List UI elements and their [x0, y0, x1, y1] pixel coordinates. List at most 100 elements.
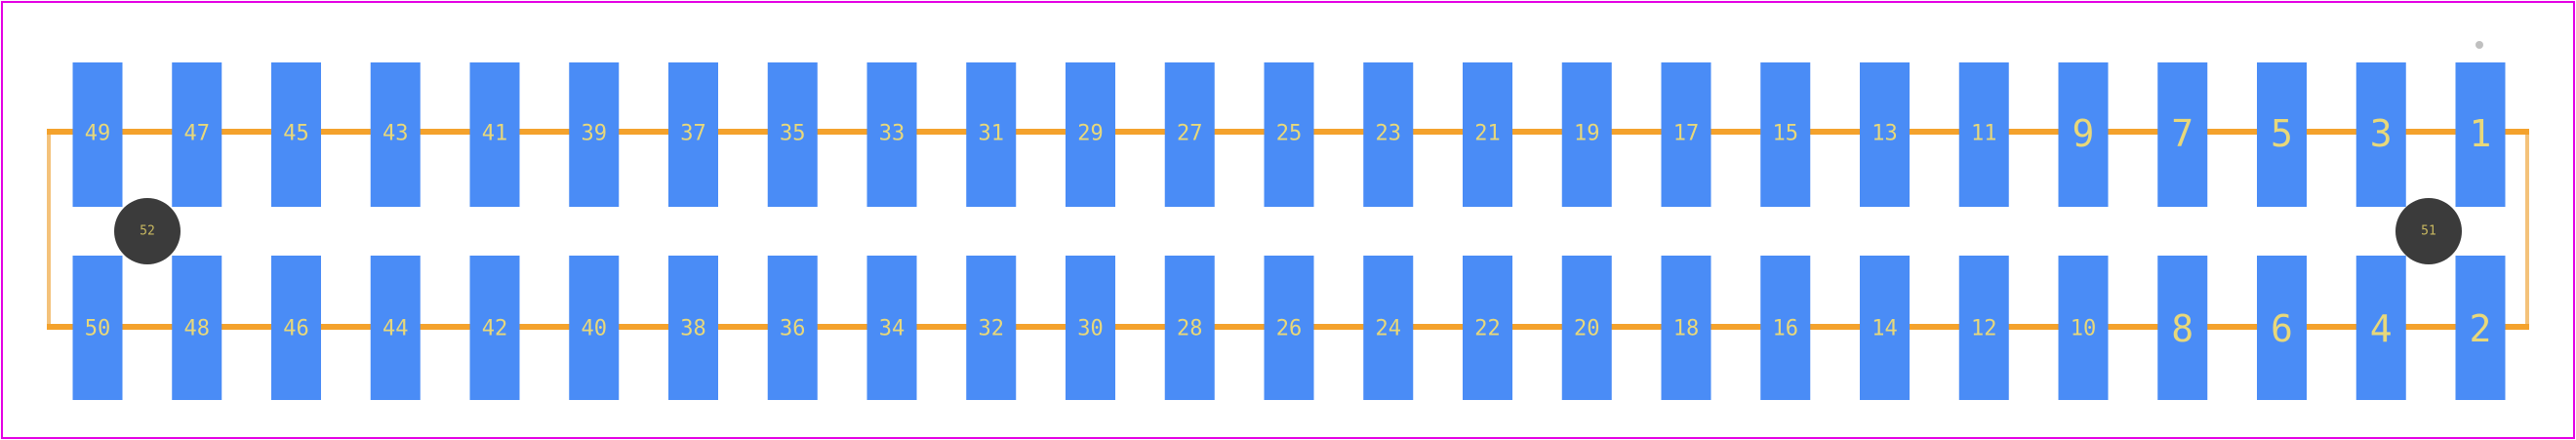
- pad-22: [1463, 256, 1512, 400]
- pad-25: [1264, 62, 1314, 207]
- pad-label-29: 29: [1077, 122, 1104, 146]
- pad-9: [2058, 62, 2109, 207]
- pad-23: [1363, 62, 1414, 207]
- pad-11: [1958, 62, 2009, 207]
- pad-label-15: 15: [1773, 122, 1799, 146]
- pad-27: [1164, 62, 1215, 207]
- pad-31: [966, 62, 1017, 207]
- pad-44: [370, 256, 421, 400]
- pad-label-11: 11: [1971, 122, 1997, 146]
- pad-label-50: 50: [85, 317, 111, 341]
- pad-24: [1363, 256, 1414, 400]
- pad-18: [1661, 256, 1711, 400]
- pad-21: [1463, 62, 1512, 207]
- pad-45: [271, 62, 321, 207]
- pad-20: [1561, 256, 1612, 400]
- pad-39: [569, 62, 620, 207]
- pad-label-42: 42: [482, 317, 508, 341]
- pad-47: [172, 62, 222, 207]
- pad-26: [1264, 256, 1314, 400]
- pad-label-33: 33: [879, 122, 906, 146]
- pad-2: [2455, 256, 2506, 400]
- pad-37: [668, 62, 718, 207]
- pad-29: [1066, 62, 1115, 207]
- pad-label-6: 6: [2271, 307, 2293, 350]
- pad-label-40: 40: [582, 317, 608, 341]
- pad-label-23: 23: [1376, 122, 1402, 146]
- pad-label-20: 20: [1574, 317, 1600, 341]
- pad-6: [2257, 256, 2307, 400]
- pad-label-13: 13: [1872, 122, 1898, 146]
- pad-label-4: 4: [2370, 307, 2393, 350]
- pad-36: [767, 256, 818, 400]
- pad-label-21: 21: [1474, 122, 1501, 146]
- pad-14: [1860, 256, 1910, 400]
- mounting-hole-label-52: 52: [140, 224, 155, 239]
- pad-label-12: 12: [1971, 317, 1997, 341]
- outline-left: [47, 132, 70, 330]
- pad-label-46: 46: [283, 317, 309, 341]
- pad-label-30: 30: [1077, 317, 1104, 341]
- pad-49: [72, 62, 123, 207]
- pad-43: [370, 62, 421, 207]
- pad-34: [866, 256, 917, 400]
- pad-label-39: 39: [582, 122, 608, 146]
- pad-label-19: 19: [1574, 122, 1600, 146]
- pad-label-44: 44: [382, 317, 409, 341]
- pad-41: [469, 62, 520, 207]
- pad-label-49: 49: [85, 122, 111, 146]
- pad-3: [2355, 62, 2406, 207]
- pad-35: [767, 62, 818, 207]
- pad-12: [1958, 256, 2009, 400]
- pad-label-48: 48: [184, 317, 211, 341]
- pad-label-41: 41: [482, 122, 508, 146]
- pad-label-27: 27: [1177, 122, 1203, 146]
- pin-one-marker-dot: [2475, 41, 2483, 49]
- mounting-hole-52: [114, 198, 181, 264]
- pad-8: [2157, 256, 2208, 400]
- pad-40: [569, 256, 620, 400]
- pad-4: [2355, 256, 2406, 400]
- pad-15: [1760, 62, 1811, 207]
- pad-label-10: 10: [2071, 317, 2097, 341]
- pad-7: [2157, 62, 2208, 207]
- pad-16: [1760, 256, 1811, 400]
- pad-42: [469, 256, 520, 400]
- pad-label-26: 26: [1276, 317, 1303, 341]
- pad-10: [2058, 256, 2109, 400]
- pad-50: [72, 256, 123, 400]
- pad-46: [271, 256, 321, 400]
- pad-label-43: 43: [382, 122, 409, 146]
- pad-13: [1860, 62, 1910, 207]
- pad-label-45: 45: [283, 122, 309, 146]
- pad-48: [172, 256, 222, 400]
- pad-label-18: 18: [1673, 317, 1700, 341]
- pad-label-17: 17: [1673, 122, 1700, 146]
- pad-5: [2257, 62, 2307, 207]
- pad-label-34: 34: [879, 317, 906, 341]
- pad-17: [1661, 62, 1711, 207]
- pad-32: [966, 256, 1017, 400]
- pad-label-37: 37: [680, 122, 706, 146]
- pad-label-47: 47: [184, 122, 211, 146]
- pad-label-35: 35: [780, 122, 806, 146]
- pad-label-9: 9: [2073, 112, 2095, 155]
- pad-label-31: 31: [979, 122, 1005, 146]
- pad-label-25: 25: [1276, 122, 1303, 146]
- pad-33: [866, 62, 917, 207]
- pad-label-32: 32: [979, 317, 1005, 341]
- pad-label-8: 8: [2171, 307, 2194, 350]
- pad-label-2: 2: [2470, 307, 2492, 350]
- pad-1: [2455, 62, 2506, 207]
- outline-right: [2508, 130, 2529, 328]
- pad-label-1: 1: [2470, 112, 2492, 155]
- pad-label-38: 38: [680, 317, 706, 341]
- pad-label-36: 36: [780, 317, 806, 341]
- pad-label-3: 3: [2370, 112, 2393, 155]
- pad-label-22: 22: [1474, 317, 1501, 341]
- pad-label-7: 7: [2171, 112, 2194, 155]
- pad-label-5: 5: [2271, 112, 2293, 155]
